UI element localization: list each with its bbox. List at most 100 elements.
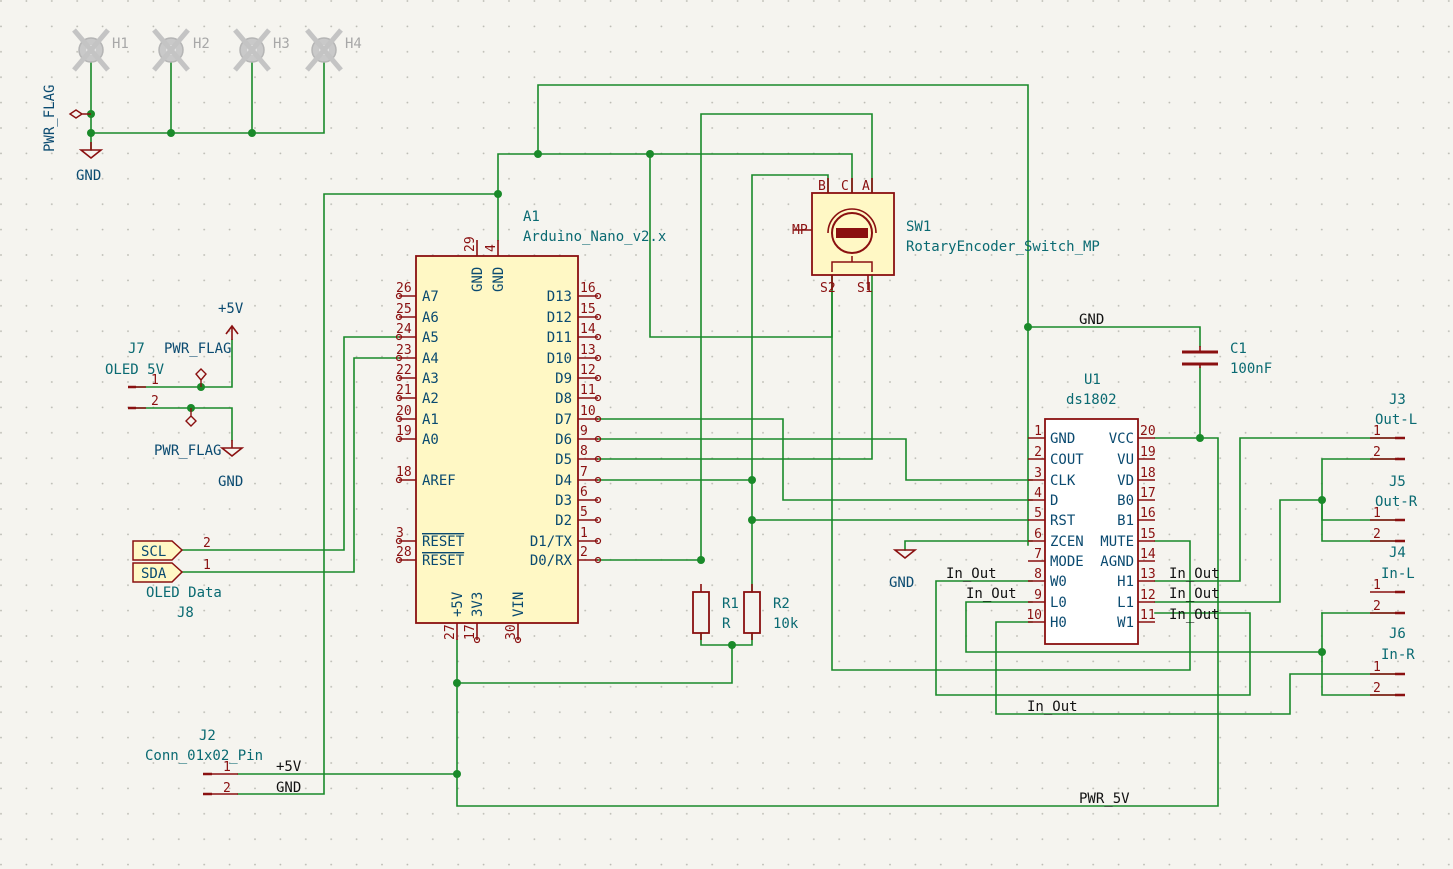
ds1802-pin-number: 3 (1034, 466, 1042, 481)
connector-j8[interactable]: SCL SDA 2 1 OLED Data J8 (132, 536, 222, 621)
mounting-hole-h2: H2 (152, 28, 210, 72)
net-label-in-out: In_Out (966, 586, 1017, 602)
arduino-pin-number: 10 (580, 404, 596, 419)
ds1802-pin-name: W0 (1050, 574, 1067, 590)
arduino-pin-name: D6 (555, 432, 572, 448)
j5-ref: J5 (1389, 474, 1406, 490)
encoder-pin-label: S1 (857, 281, 873, 296)
arduino-pin-number: 5 (580, 505, 588, 520)
ds1802-pin-name: B0 (1117, 493, 1134, 509)
ds1802-right-pins: 20VCC19VU18VD17B016B115MUTE14AGND13H112L… (1100, 424, 1156, 631)
r1-ref: R1 (722, 596, 739, 612)
connector-j6[interactable]: J6 In-R 1 2 (1370, 626, 1415, 697)
arduino-nano[interactable]: A1 Arduino_Nano_v2.x 26A725A624A523A422A… (395, 209, 666, 644)
resistor-r1[interactable]: R1 R (692, 584, 739, 640)
arduino-pin-name: D13 (547, 289, 572, 305)
j7-ref: J7 (128, 341, 145, 357)
pin-end (594, 313, 602, 321)
pin-end (594, 435, 602, 443)
j6-value: In-R (1381, 647, 1415, 663)
ds1802-pin-number: 7 (1034, 547, 1042, 562)
ds1802-pin-name: H1 (1117, 574, 1134, 590)
encoder-pin-label: C (841, 179, 849, 194)
arduino-pin-name: D0/RX (530, 553, 573, 569)
arduino-pin-name: AREF (422, 473, 456, 489)
net-label-gnd: GND (1079, 312, 1104, 328)
j5-pin: 2 (1373, 527, 1381, 542)
arduino-pin-name: D4 (555, 473, 572, 489)
arduino-ref: A1 (523, 209, 540, 225)
pin-end (395, 537, 403, 545)
connector-j3[interactable]: J3 Out-L 1 2 (1370, 392, 1417, 461)
j6-pin: 2 (1373, 681, 1381, 696)
connector-j7[interactable]: J7 OLED 5V 1 2 (105, 341, 165, 410)
ds1802-pin-number: 6 (1034, 527, 1042, 542)
ds1802-pin-number: 9 (1034, 588, 1042, 603)
junctions (87, 110, 1326, 778)
arduino-pin-number: 6 (580, 485, 588, 500)
ds1802-pin-name: L0 (1050, 595, 1067, 611)
connector-j2[interactable]: J2 Conn_01x02_Pin 1 2 (145, 728, 263, 796)
encoder-value: RotaryEncoder_Switch_MP (906, 239, 1100, 255)
resistor-r2[interactable]: R2 10k (743, 584, 799, 640)
pin-end (395, 476, 403, 484)
j7-value: OLED 5V (105, 362, 165, 378)
connector-j4[interactable]: J4 In-L 1 2 (1370, 545, 1415, 615)
pin-end (594, 415, 602, 423)
capacitor-c1[interactable]: C1 100nF (1182, 341, 1272, 377)
net-label-in-out: In_Out (1027, 699, 1078, 715)
j6-ref: J6 (1389, 626, 1406, 642)
arduino-pin-number: 20 (396, 404, 412, 419)
encoder-pin-label: B (818, 179, 826, 194)
ds1802-pin-number: 2 (1034, 445, 1042, 460)
mounting-holes: H1 H2 H3 H4 (72, 28, 362, 72)
encoder-pin-label: S2 (820, 281, 836, 296)
pin-end (395, 292, 403, 300)
arduino-pin-number: 3 (396, 526, 404, 541)
arduino-pin-number: 4 (484, 244, 499, 252)
ds1802-pin-number: 20 (1140, 424, 1156, 439)
arduino-pin-number: 9 (580, 424, 588, 439)
arduino-pin-number: 2 (580, 545, 588, 560)
pin-end (395, 394, 403, 402)
arduino-pin-name: D3 (555, 493, 572, 509)
j8-pin: 2 (203, 536, 211, 551)
ds1802-pin-name: CLK (1050, 473, 1076, 489)
ds1802-pin-name: H0 (1050, 615, 1067, 631)
arduino-pin-number: 22 (396, 363, 412, 378)
ds1802-pin-number: 5 (1034, 506, 1042, 521)
c1-ref: C1 (1230, 341, 1247, 357)
ds1802-pin-name: AGND (1100, 554, 1134, 570)
r2-ref: R2 (773, 596, 790, 612)
hole-label: H1 (112, 36, 129, 52)
j3-ref: J3 (1389, 392, 1406, 408)
arduino-pin-name: A1 (422, 412, 439, 428)
j3-pin: 2 (1373, 445, 1381, 460)
arduino-pin-number: 25 (396, 302, 412, 317)
arduino-pin-name: VIN (511, 592, 527, 617)
pin-end (395, 415, 403, 423)
rotary-encoder[interactable]: B C A S2 S1 MP SW1 RotaryEncoder_Switch_… (792, 178, 1100, 296)
arduino-pin-number: 7 (580, 465, 588, 480)
j2-ref: J2 (199, 728, 216, 744)
j8-pin: 1 (203, 558, 211, 573)
arduino-pin-number: 16 (580, 281, 596, 296)
ds1802-pin-name: RST (1050, 513, 1076, 529)
ds1802-pin-number: 13 (1140, 567, 1156, 582)
power-symbols: GND PWR_FLAG +5V PWR_FLAG PWR_FLAG GND G… (42, 85, 918, 591)
ds1802-pin-number: 4 (1034, 486, 1042, 501)
ds1802-value: ds1802 (1066, 392, 1117, 408)
mounting-hole-h1: H1 (72, 28, 129, 72)
wires (90, 61, 1396, 807)
c1-value: 100nF (1230, 361, 1272, 377)
ds1802-pin-number: 19 (1140, 445, 1156, 460)
pin-end (594, 455, 602, 463)
arduino-pin-number: 18 (396, 465, 412, 480)
connector-j5[interactable]: J5 Out-R 1 2 (1370, 474, 1418, 543)
encoder-pin-label: MP (792, 223, 808, 238)
pin-end (594, 292, 602, 300)
